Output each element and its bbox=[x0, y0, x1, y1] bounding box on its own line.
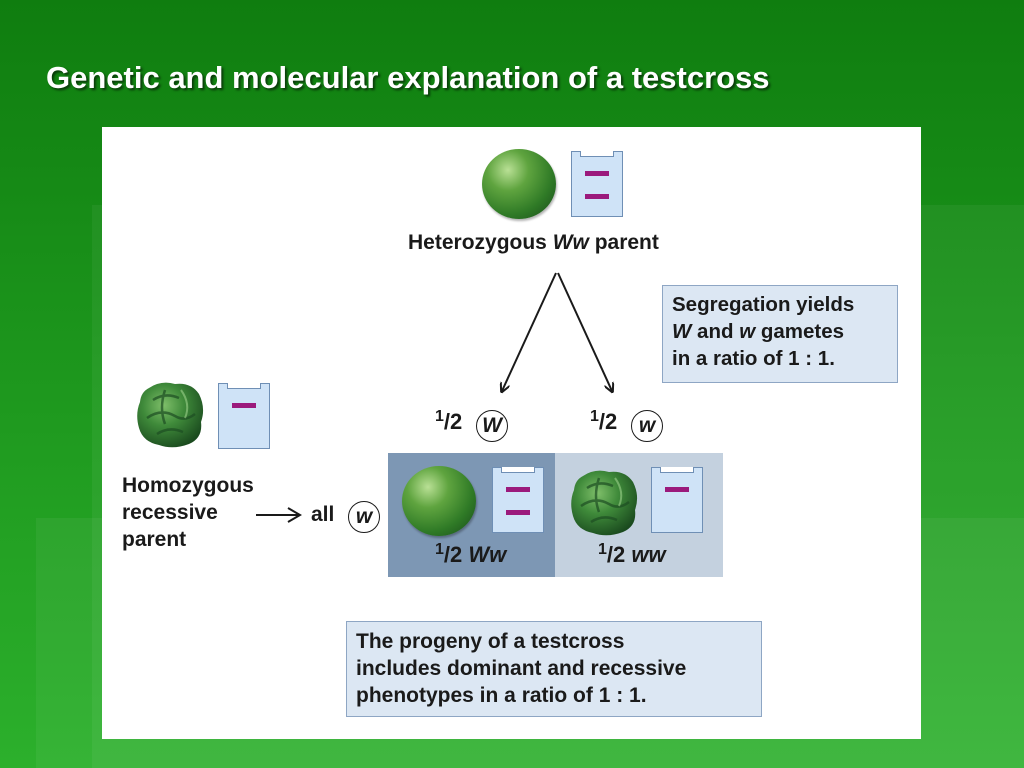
segregation-note: Segregation yields W and w gametes in a … bbox=[662, 285, 898, 383]
homozygous-parent-label: Homozygous recessive parent bbox=[122, 472, 254, 553]
progeny-note-line-1: The progeny of a testcross bbox=[356, 630, 625, 653]
wrinkled-pea-icon bbox=[571, 470, 638, 536]
arrow-icon bbox=[502, 272, 557, 391]
gamete-allele-recessive: w bbox=[631, 410, 663, 442]
het-label-prefix: Heterozygous bbox=[408, 231, 553, 254]
hom-line-1: Homozygous bbox=[122, 474, 254, 497]
progeny-label-recessive: 1/2 ww bbox=[598, 541, 666, 567]
segregation-line-3: in a ratio of 1 : 1. bbox=[672, 347, 835, 370]
hom-line-3: parent bbox=[122, 528, 187, 551]
arrow-icon bbox=[256, 507, 302, 523]
hom-line-2: recessive bbox=[122, 501, 218, 524]
slide-title: Genetic and molecular explanation of a t… bbox=[46, 60, 770, 95]
segregation-line-2: W and w gametes bbox=[672, 320, 845, 343]
progeny-note-line-2: includes dominant and recessive bbox=[356, 657, 687, 680]
gel-lane-icon bbox=[571, 150, 623, 217]
wrinkled-pea-icon bbox=[137, 382, 204, 448]
gel-lane-icon bbox=[218, 382, 270, 449]
segregation-arrows bbox=[492, 272, 632, 397]
heterozygous-parent-label: Heterozygous Ww parent bbox=[408, 229, 659, 256]
gel-lane-icon bbox=[492, 466, 544, 533]
gel-lane-icon bbox=[651, 466, 703, 533]
gamete-fraction-dominant: 1/2 bbox=[435, 408, 463, 434]
smooth-pea-icon bbox=[402, 466, 476, 536]
progeny-note: The progeny of a testcross includes domi… bbox=[346, 621, 762, 717]
smooth-pea-icon bbox=[482, 149, 556, 219]
gamete-allele-dominant: W bbox=[476, 410, 508, 442]
progeny-label-dominant: 1/2 Ww bbox=[435, 541, 507, 567]
diagram-panel: Heterozygous Ww parent Segregation yield… bbox=[102, 127, 921, 739]
het-genotype: Ww bbox=[552, 231, 589, 254]
hom-gamete-allele: w bbox=[348, 501, 380, 533]
het-label-suffix: parent bbox=[588, 231, 659, 254]
progeny-note-line-3: phenotypes in a ratio of 1 : 1. bbox=[356, 684, 647, 707]
segregation-line-1: Segregation yields bbox=[672, 293, 855, 316]
gamete-fraction-recessive: 1/2 bbox=[590, 408, 618, 434]
arrow-icon bbox=[557, 272, 612, 391]
all-label: all bbox=[311, 503, 335, 526]
